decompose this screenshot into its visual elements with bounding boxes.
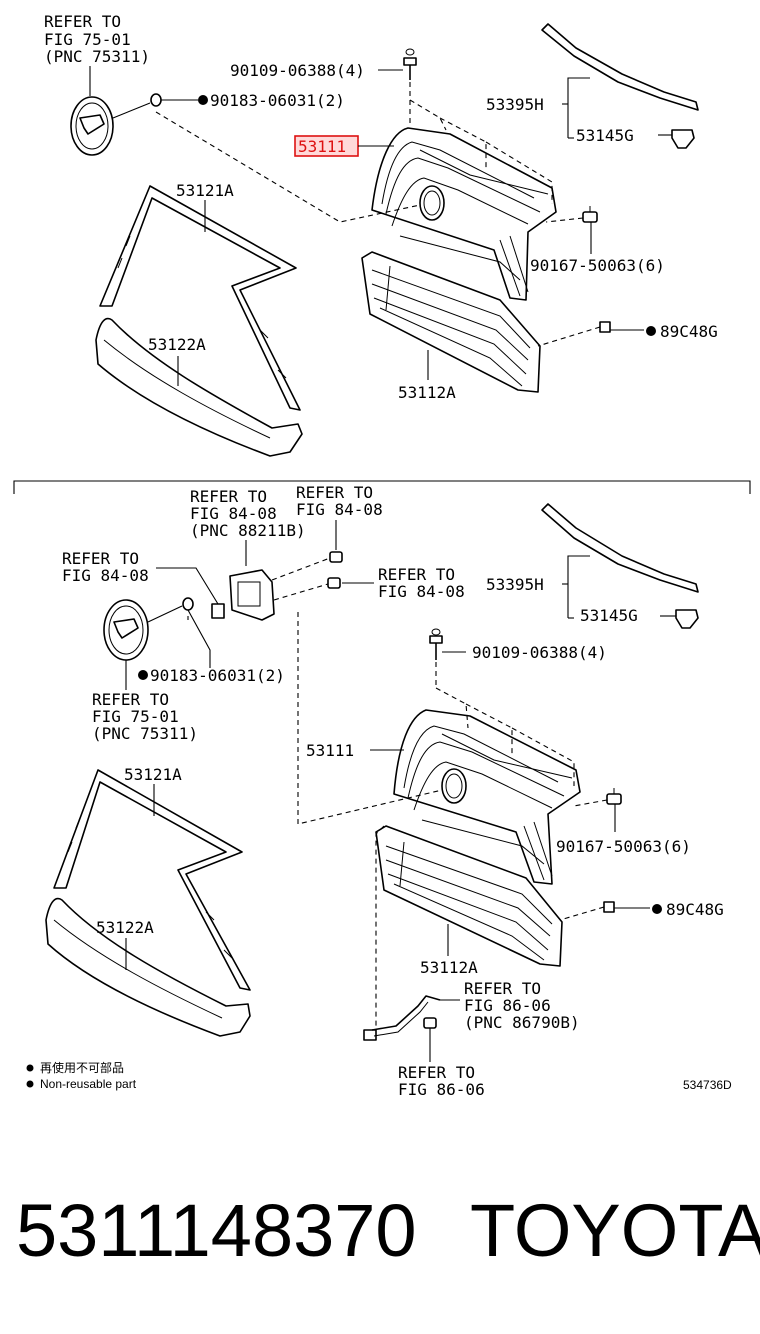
top-label-retainer: 89C48G bbox=[660, 322, 718, 341]
top-emblem-clip-drawing bbox=[150, 93, 162, 107]
bottom-label-grille: 53111 bbox=[306, 741, 354, 760]
bottom-emblem-ref-line2: FIG 75-01 bbox=[92, 707, 179, 726]
top-emblem-ref-line2: FIG 75-01 bbox=[44, 30, 131, 49]
diagram-code: 534736D bbox=[683, 1078, 732, 1092]
bottom-wire-drawing bbox=[363, 995, 441, 1041]
top-bolt-drawing bbox=[403, 48, 417, 80]
bottom-frame-lower-drawing bbox=[45, 897, 251, 1037]
bottom-clip-drawing bbox=[675, 609, 699, 629]
footer-part-number: 5311148370 bbox=[16, 1189, 417, 1272]
top-label-grille: 53111 bbox=[298, 137, 346, 156]
top-nonreusable-dot-retainer bbox=[646, 326, 656, 336]
bottom-sensor-ref-line1: REFER TO bbox=[190, 487, 267, 506]
legend: 再使用不可部品 Non-reusable part bbox=[26, 1060, 137, 1091]
bottom-bracket-ref-a-line1: REFER TO bbox=[296, 483, 373, 502]
top-emblem-clip-line bbox=[112, 102, 151, 119]
bottom-small-bracket-drawing bbox=[211, 603, 225, 619]
top-retainer-drawing bbox=[599, 321, 611, 333]
top-label-frame-upper: 53121A bbox=[176, 181, 234, 200]
bottom-emblem-drawing bbox=[103, 599, 149, 661]
legend-zh: 再使用不可部品 bbox=[40, 1060, 124, 1075]
top-label-bolt: 90109-06388(4) bbox=[230, 61, 365, 80]
bottom-bolt-drawing bbox=[429, 628, 443, 660]
bottom-label-frame-lower: 53122A bbox=[96, 918, 154, 937]
panel-separator bbox=[13, 480, 751, 494]
top-frame-upper-drawing bbox=[99, 185, 301, 411]
bottom-nut-drawing bbox=[606, 788, 622, 805]
top-panel: REFER TO FIG 75-01 (PNC 75311) 90183-060… bbox=[44, 12, 718, 457]
legend-dot-zh bbox=[26, 1064, 34, 1072]
bottom-wire-ref-line1: REFER TO bbox=[464, 979, 541, 998]
bottom-bracket-ref-a-line2: FIG 84-08 bbox=[296, 500, 383, 519]
bottom-label-clip: 53145G bbox=[580, 606, 638, 625]
bottom-label-molding: 53395H bbox=[486, 575, 544, 594]
top-molding-drawing bbox=[541, 23, 699, 111]
bottom-wire-ref-b-line1: REFER TO bbox=[398, 1063, 475, 1082]
bottom-emblem-ref-line1: REFER TO bbox=[92, 690, 169, 709]
bottom-grille-drawing bbox=[393, 709, 581, 885]
top-emblem-ref-line1: REFER TO bbox=[44, 12, 121, 31]
bottom-label-retainer: 89C48G bbox=[666, 900, 724, 919]
bottom-nonreusable-dot-retainer bbox=[652, 904, 662, 914]
top-clip-drawing bbox=[671, 129, 695, 149]
bottom-label-bolt: 90109-06388(4) bbox=[472, 643, 607, 662]
top-frame-lower-drawing bbox=[95, 317, 303, 457]
bottom-label-grille-lower: 53112A bbox=[420, 958, 478, 977]
bottom-bracket-ref-b-line1: REFER TO bbox=[378, 565, 455, 584]
top-emblem-drawing bbox=[70, 96, 114, 156]
bottom-emblem-ref-line3: (PNC 75311) bbox=[92, 724, 198, 743]
bottom-molding-drawing bbox=[541, 503, 699, 593]
bottom-sensor-ref-line2: FIG 84-08 bbox=[190, 504, 277, 523]
top-nonreusable-dot-emblem-clip bbox=[198, 95, 208, 105]
legend-en: Non-reusable part bbox=[40, 1077, 137, 1091]
bottom-frame-upper-drawing bbox=[53, 769, 251, 991]
top-label-molding: 53395H bbox=[486, 95, 544, 114]
bottom-emblem-clip-drawing bbox=[182, 597, 194, 611]
bottom-retainer-drawing bbox=[603, 901, 615, 913]
top-label-frame-lower: 53122A bbox=[148, 335, 206, 354]
bottom-bracket-ref-b-line2: FIG 84-08 bbox=[378, 582, 465, 601]
bottom-grille-lower-drawing bbox=[375, 825, 563, 967]
bottom-label-frame-upper: 53121A bbox=[124, 765, 182, 784]
top-grille-lower-drawing bbox=[361, 251, 541, 393]
top-label-clip: 53145G bbox=[576, 126, 634, 145]
bottom-label-emblem-clip: 90183-06031(2) bbox=[150, 666, 285, 685]
top-label-nut: 90167-50063(6) bbox=[530, 256, 665, 275]
top-label-grille-lower: 53112A bbox=[398, 383, 456, 402]
bottom-bracket-ref-c-line1: REFER TO bbox=[62, 549, 139, 568]
bottom-label-nut: 90167-50063(6) bbox=[556, 837, 691, 856]
top-emblem-ref-line3: (PNC 75311) bbox=[44, 47, 150, 66]
top-label-emblem-clip: 90183-06031(2) bbox=[210, 91, 345, 110]
bottom-nonreusable-dot-emblem-clip bbox=[138, 670, 148, 680]
footer-brand: TOYOTA bbox=[470, 1189, 760, 1272]
legend-dot-en bbox=[26, 1080, 34, 1088]
top-grille-drawing bbox=[371, 127, 557, 301]
bottom-panel: REFER TO FIG 84-08 (PNC 88211B) REFER TO… bbox=[45, 483, 724, 1099]
bottom-sensor-bracket-drawing bbox=[229, 551, 343, 621]
bottom-bracket-ref-c-line2: FIG 84-08 bbox=[62, 566, 149, 585]
bottom-sensor-ref-line3: (PNC 88211B) bbox=[190, 521, 306, 540]
top-nut-drawing bbox=[582, 206, 598, 223]
bottom-wire-ref-line2: FIG 86-06 bbox=[464, 996, 551, 1015]
bottom-wire-ref-line3: (PNC 86790B) bbox=[464, 1013, 580, 1032]
bottom-wire-ref-b-line2: FIG 86-06 bbox=[398, 1080, 485, 1099]
